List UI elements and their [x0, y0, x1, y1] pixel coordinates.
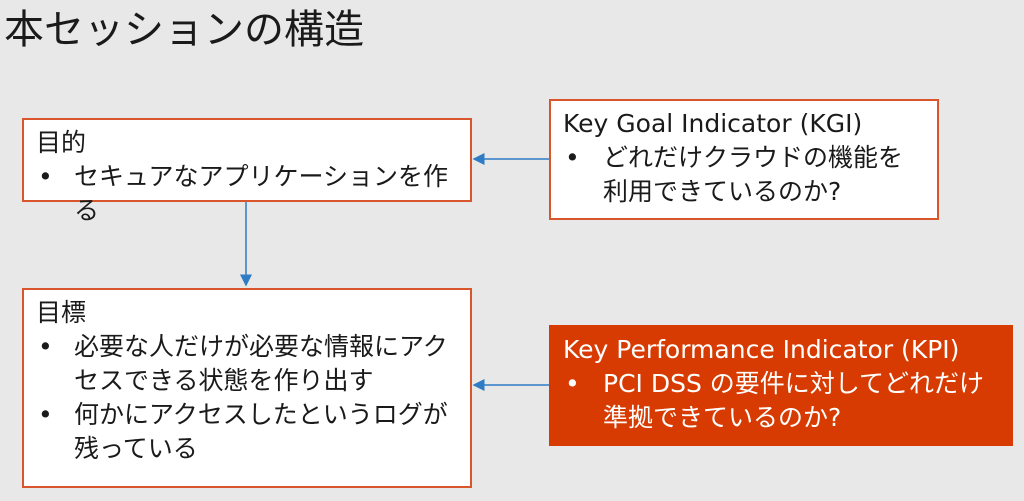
kgi-box: Key Goal Indicator (KGI) • どれだけクラウドの機能を利用…	[549, 99, 939, 220]
kpi-heading: Key Performance Indicator (KPI)	[563, 335, 960, 364]
bullet-text: セキュアなアプリケーションを作る	[74, 162, 449, 225]
kpi-bullet: • PCI DSS の要件に対してどれだけ準拠できているのか?	[563, 367, 1001, 435]
kgi-bullet-list: • どれだけクラウドの機能を利用できているのか?	[563, 141, 927, 209]
purpose-heading: 目的	[36, 128, 87, 157]
bullet-text: 必要な人だけが必要な情報にアクセスできる状態を作り出す	[74, 332, 448, 395]
bullet-dot: •	[565, 143, 580, 172]
kgi-heading: Key Goal Indicator (KGI)	[563, 109, 863, 138]
kpi-bullet-list: • PCI DSS の要件に対してどれだけ準拠できているのか?	[563, 367, 1001, 435]
purpose-box: 目的 • セキュアなアプリケーションを作る	[22, 118, 472, 225]
bullet-text: 何かにアクセスしたというログが残っている	[74, 400, 448, 463]
purpose-bullet-list: • セキュアなアプリケーションを作る	[36, 160, 460, 228]
kpi-box: Key Performance Indicator (KPI) • PCI DSS…	[549, 325, 1013, 446]
bullet-dot: •	[38, 400, 53, 429]
bullet-text: どれだけクラウドの機能を利用できているのか?	[603, 143, 904, 206]
goal-heading: 目標	[36, 298, 87, 327]
bullet-dot: •	[38, 332, 53, 361]
purpose-bullet: • セキュアなアプリケーションを作る	[36, 160, 460, 228]
bullet-dot: •	[38, 162, 53, 191]
goal-bullet: • 必要な人だけが必要な情報にアクセスできる状態を作り出す	[36, 330, 460, 398]
goal-bullet-list: • 必要な人だけが必要な情報にアクセスできる状態を作り出す • 何かにアクセスしたと…	[36, 330, 460, 466]
goal-bullet: • 何かにアクセスしたというログが残っている	[36, 398, 460, 466]
kgi-bullet: • どれだけクラウドの機能を利用できているのか?	[563, 141, 927, 209]
slide-title: 本セッションの構造	[4, 7, 364, 53]
bullet-dot: •	[565, 369, 580, 398]
bullet-text: PCI DSS の要件に対してどれだけ準拠できているのか?	[603, 369, 985, 432]
goal-box: 目標 • 必要な人だけが必要な情報にアクセスできる状態を作り出す • 何かにアクセス…	[22, 288, 472, 488]
